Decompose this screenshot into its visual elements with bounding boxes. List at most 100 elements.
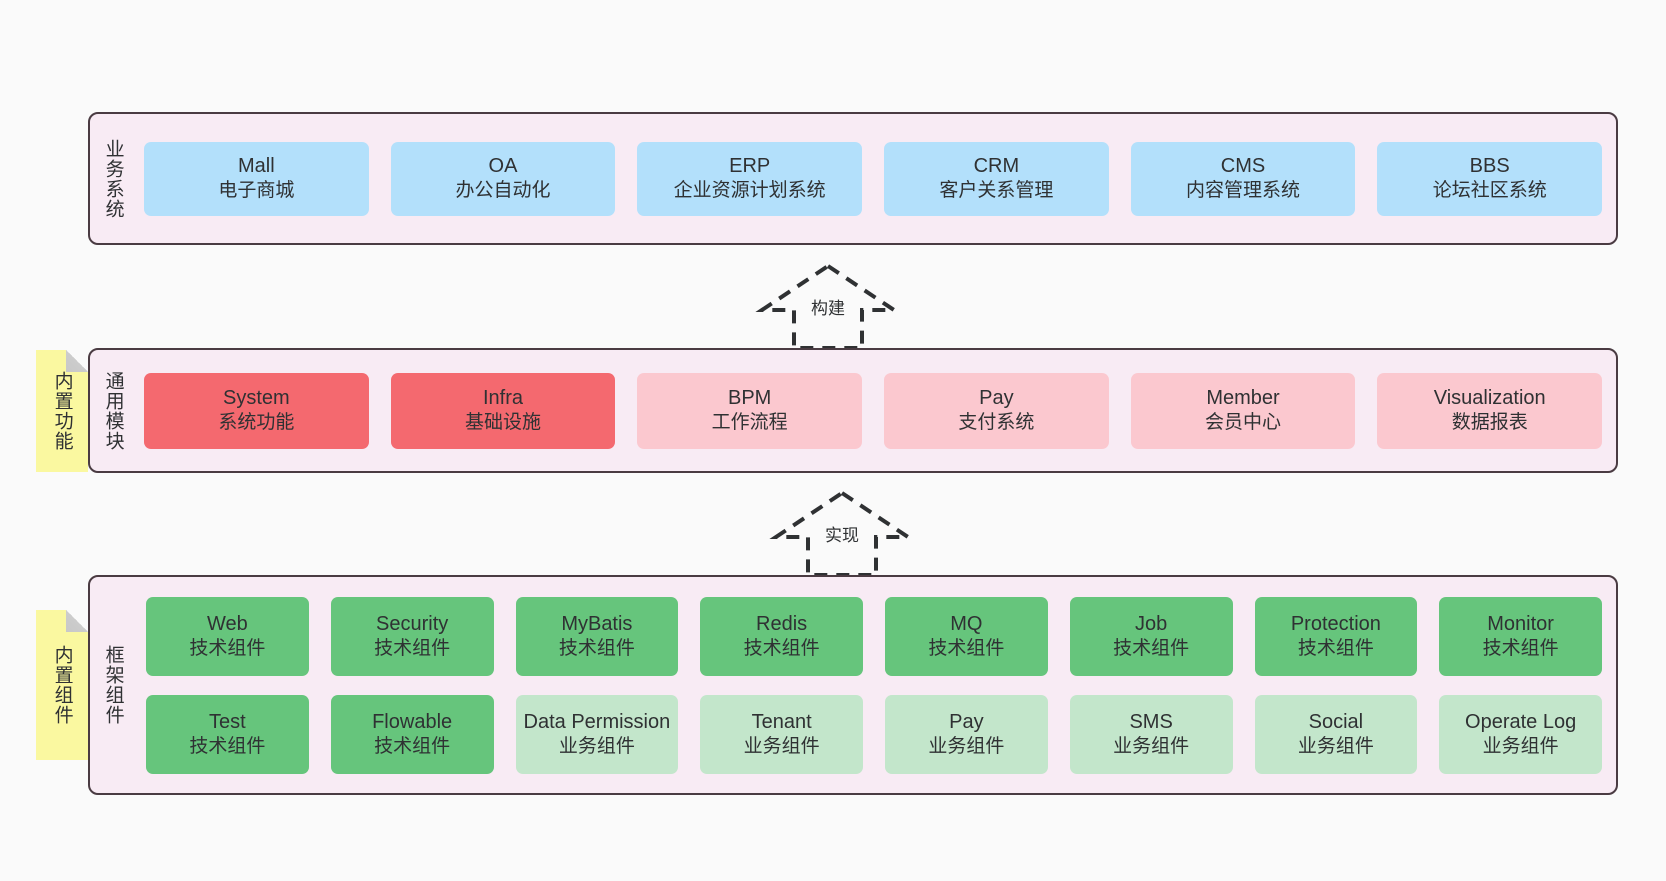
card-title: Data Permission [523,710,671,733]
card-subtitle: 电子商城 [218,180,295,202]
card-title: Web [206,612,248,635]
card-title: Redis [756,612,808,635]
card-subtitle: 企业资源计划系统 [673,180,826,202]
card-mall[interactable]: Mall 电子商城 [144,141,369,216]
card-title: Visualization [1433,387,1546,410]
card-title: Flowable [372,710,453,733]
card-title: Operate Log [1465,710,1577,733]
card-title: BPM [728,387,772,410]
card-job[interactable]: Job 技术组件 [1069,596,1233,676]
arrow-build-label: 构建 [809,294,847,319]
card-subtitle: 支付系统 [958,412,1035,434]
card-mybatis[interactable]: MyBatis 技术组件 [515,596,679,676]
layer-business-systems-label: 业务系统 [102,138,124,219]
card-visualization[interactable]: Visualization 数据报表 [1377,372,1603,449]
card-social[interactable]: Social 业务组件 [1254,694,1418,774]
layer-business-systems-body: Mall 电子商城 OA 办公自动化 ERP 企业资源计划系统 CRM 客户关系… [136,114,1616,243]
layer-common-modules-body: System 系统功能 Infra 基础设施 BPM 工作流程 Pay 支付系统… [136,350,1616,471]
card-title: Member [1206,387,1280,410]
card-title: OA [488,155,518,178]
card-mq[interactable]: MQ 技术组件 [885,596,1048,676]
card-title: ERP [729,155,771,178]
card-title: CMS [1220,155,1266,178]
card-bbs[interactable]: BBS 论坛社区系统 [1377,141,1603,216]
sticky-note-label: 内置组件 [51,645,73,725]
layer-common-modules-label: 通用模块 [102,370,124,451]
card-infra[interactable]: Infra 基础设施 [390,372,616,449]
layer-common-modules: 通用模块 System 系统功能 Infra 基础设施 BPM 工作流程 Pay… [88,348,1618,473]
card-subtitle: 技术组件 [928,637,1005,659]
common-cards-row: System 系统功能 Infra 基础设施 BPM 工作流程 Pay 支付系统… [144,372,1603,449]
card-subtitle: 基础设施 [465,412,542,434]
arrow-build: 构建 [755,262,901,352]
card-subtitle: 客户关系管理 [939,180,1054,202]
card-title: Infra [482,387,524,410]
card-bpm[interactable]: BPM 工作流程 [637,372,863,449]
layer-framework-components-label: 框架组件 [102,645,124,725]
card-subtitle: 业务组件 [1113,735,1190,757]
card-title: MyBatis [561,612,633,635]
card-web[interactable]: Web 技术组件 [146,596,309,676]
card-subtitle: 业务组件 [743,735,820,757]
card-pay[interactable]: Pay 支付系统 [884,372,1109,449]
card-test[interactable]: Test 技术组件 [146,694,309,774]
sticky-note-builtin-features: 内置功能 [36,350,88,472]
sticky-note-label: 内置功能 [51,371,73,451]
layer-framework-components-body: Web 技术组件 Security 技术组件 MyBatis 技术组件 Redi… [136,577,1616,793]
framework-tech-row: Web 技术组件 Security 技术组件 MyBatis 技术组件 Redi… [146,596,1602,676]
card-system[interactable]: System 系统功能 [144,372,369,449]
card-title: Pay [979,387,1014,410]
layer-business-systems: 业务系统 Mall 电子商城 OA 办公自动化 ERP 企业资源计划系统 CRM… [88,112,1618,245]
card-operate-log[interactable]: Operate Log 业务组件 [1439,694,1602,774]
card-title: Test [209,710,246,733]
card-subtitle: 技术组件 [374,637,451,659]
card-cms[interactable]: CMS 内容管理系统 [1130,141,1356,216]
card-data-permission[interactable]: Data Permission 业务组件 [515,694,679,774]
card-title: Mall [238,155,275,178]
card-subtitle: 业务组件 [1482,735,1559,757]
card-flowable[interactable]: Flowable 技术组件 [330,694,494,774]
card-subtitle: 技术组件 [189,637,266,659]
card-subtitle: 技术组件 [1113,637,1190,659]
card-member[interactable]: Member 会员中心 [1130,372,1356,449]
card-title: SMS [1129,710,1173,733]
card-title: Tenant [751,710,812,733]
arrow-implement: 实现 [769,489,915,579]
card-title: Social [1308,710,1364,733]
card-monitor[interactable]: Monitor 技术组件 [1439,596,1602,676]
card-tenant[interactable]: Tenant 业务组件 [700,694,863,774]
card-sms[interactable]: SMS 业务组件 [1069,694,1233,774]
sticky-note-builtin-components: 内置组件 [36,610,88,760]
card-subtitle: 系统功能 [218,412,295,434]
card-erp[interactable]: ERP 企业资源计划系统 [637,141,863,216]
card-subtitle: 业务组件 [1297,735,1374,757]
arrow-implement-label: 实现 [823,521,861,546]
card-subtitle: 技术组件 [743,637,820,659]
layer-framework-components: 框架组件 Web 技术组件 Security 技术组件 MyBatis 技术组件… [88,575,1618,795]
card-oa[interactable]: OA 办公自动化 [390,141,616,216]
card-subtitle: 会员中心 [1205,412,1282,434]
card-protection[interactable]: Protection 技术组件 [1254,596,1418,676]
card-subtitle: 技术组件 [1482,637,1559,659]
card-subtitle: 技术组件 [1297,637,1374,659]
card-subtitle: 数据报表 [1451,412,1528,434]
card-title: System [222,387,290,410]
card-pay-business[interactable]: Pay 业务组件 [885,694,1048,774]
framework-business-row: Test 技术组件 Flowable 技术组件 Data Permission … [146,694,1602,774]
card-security[interactable]: Security 技术组件 [330,596,494,676]
card-subtitle: 内容管理系统 [1186,180,1301,202]
card-subtitle: 办公自动化 [455,180,551,202]
card-subtitle: 技术组件 [374,735,451,757]
card-redis[interactable]: Redis 技术组件 [700,596,863,676]
card-subtitle: 技术组件 [558,637,635,659]
card-title: Job [1135,612,1168,635]
card-title: CRM [973,155,1020,178]
card-subtitle: 业务组件 [558,735,635,757]
card-title: Monitor [1487,612,1554,635]
card-subtitle: 技术组件 [189,735,266,757]
card-crm[interactable]: CRM 客户关系管理 [884,141,1109,216]
card-title: Security [376,612,449,635]
card-subtitle: 论坛社区系统 [1432,180,1547,202]
card-title: Protection [1290,612,1381,635]
